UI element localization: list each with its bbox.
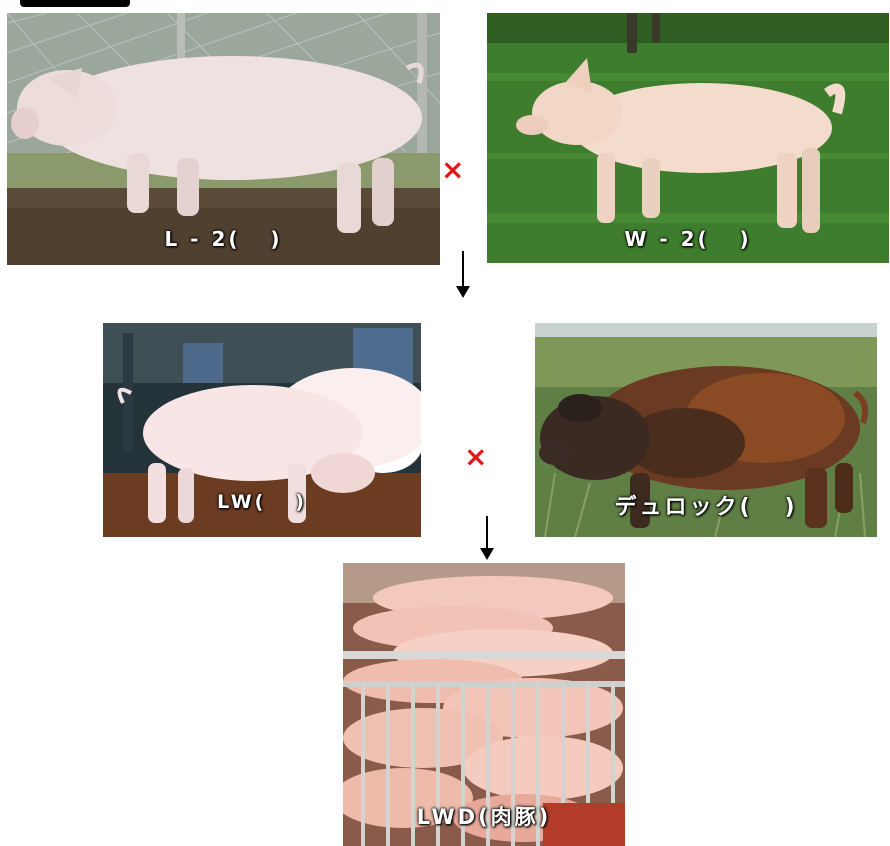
photo-large-white: W - 2( ) — [487, 13, 889, 263]
photo-lwd-market-pigs: LWD(肉豚) — [343, 563, 625, 846]
cross-symbol-f1: × — [464, 443, 487, 471]
photo-landrace: L - 2( ) — [7, 13, 440, 265]
lw-caption: LW( ) — [103, 491, 421, 513]
arrow-down-to-offspring — [486, 516, 488, 550]
photo-lw-crossbred: LW( ) — [103, 323, 421, 537]
landrace-caption: L - 2( ) — [7, 227, 440, 251]
photo-duroc: デュロック( ) — [535, 323, 877, 537]
large-white-caption: W - 2( ) — [487, 227, 889, 251]
arrow-down-to-f1 — [462, 251, 464, 288]
cross-symbol-parents: × — [441, 156, 464, 184]
large-white-pig-illustration — [487, 13, 889, 263]
duroc-caption: デュロック( ) — [535, 489, 877, 521]
lwd-caption: LWD(肉豚) — [343, 801, 625, 831]
header-title-fragment — [20, 0, 130, 7]
